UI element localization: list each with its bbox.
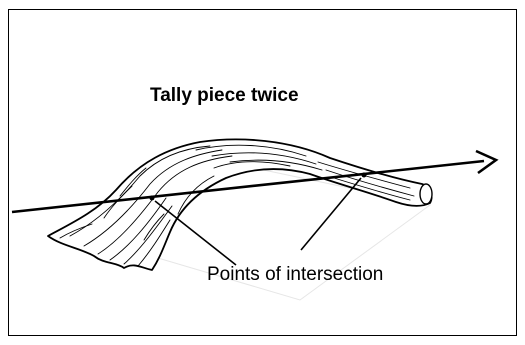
log-piece [47,138,433,271]
bark-texture [59,144,415,267]
leader-line-2 [300,177,362,251]
transect-line [11,159,485,214]
leader-line-1 [154,200,237,266]
diagram-title: Tally piece twice [150,85,299,106]
intersection-caption: Points of intersection [207,264,384,285]
figure-frame [8,9,517,336]
intersection-point-2 [361,172,367,178]
log-cut-end [419,183,433,205]
log-outline [47,138,433,271]
transect-arrowhead [475,149,499,175]
intersection-point-1 [149,195,155,201]
